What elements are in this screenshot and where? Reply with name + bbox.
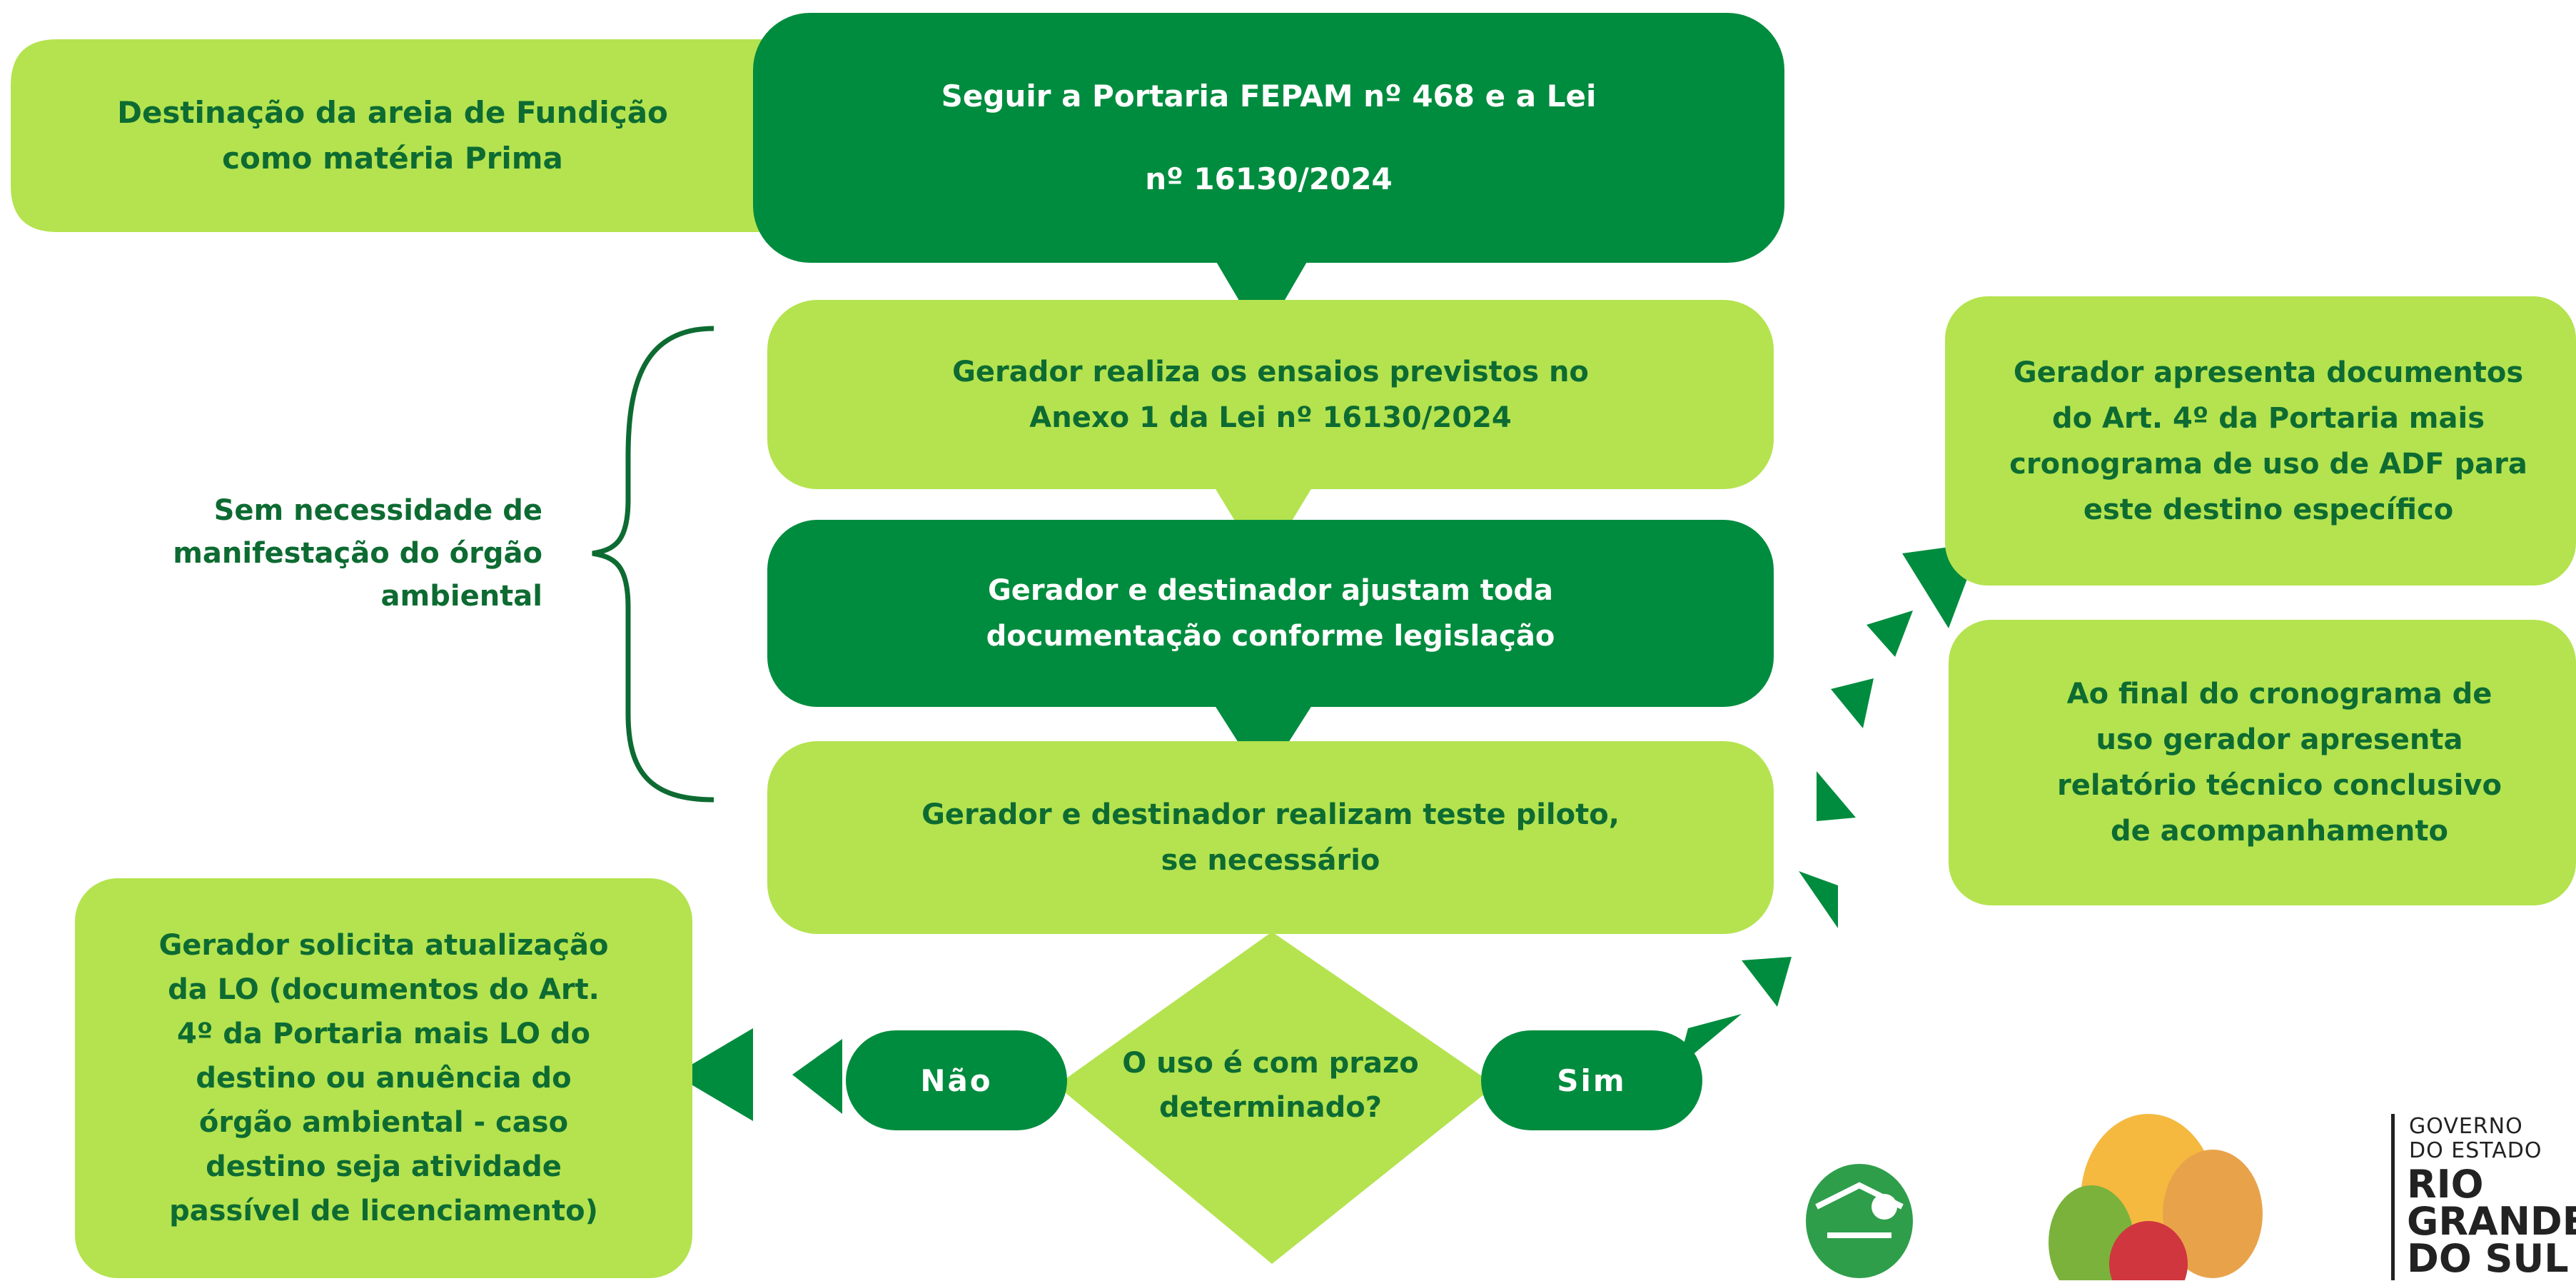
step-ensaios-text: Gerador realiza os ensaios previstos no …	[952, 355, 1589, 434]
arrow-left-large	[675, 1028, 753, 1121]
pointer-1	[1213, 257, 1310, 339]
yes-option-label: Sim	[1557, 1063, 1627, 1098]
gov-line4: GRANDE	[2407, 1199, 2576, 1244]
step-documentacao-box: Gerador e destinador ajustam toda docume…	[767, 520, 1774, 707]
gov-line1: GOVERNO	[2409, 1114, 2523, 1139]
gov-line5: DO SUL	[2407, 1236, 2569, 1281]
start-label: Destinação da areia de Fundição como mat…	[29, 43, 757, 228]
yes-result-report-text: Ao final do cronograma de uso gerador ap…	[2057, 678, 2502, 848]
decision-diamond	[1056, 932, 1495, 1264]
no-option-pill: Não	[846, 1030, 1067, 1130]
step-portaria-line2: nº 16130/2024	[1145, 161, 1393, 196]
yes-path-arrow-3	[1799, 871, 1838, 928]
yes-result-documents-text: Gerador apresenta documentos do Art. 4º …	[2009, 356, 2527, 526]
no-result-text: Gerador solicita atualização da LO (docu…	[158, 929, 609, 1227]
arrow-left-small	[792, 1039, 842, 1114]
curly-brace	[592, 326, 714, 803]
step-portaria-box: Seguir a Portaria FEPAM nº 468 e a Lei n…	[753, 13, 1784, 263]
decision-question-text: O uso é com prazo determinado?	[1122, 1047, 1419, 1124]
yes-path-arrow-5	[1831, 678, 1874, 728]
gov-line2: DO ESTADO	[2409, 1138, 2542, 1163]
yes-result-documents-box: Gerador apresenta documentos do Art. 4º …	[1945, 296, 2576, 586]
yes-result-report-box: Ao final do cronograma de uso gerador ap…	[1949, 620, 2576, 905]
step-teste-piloto-text: Gerador e destinador realizam teste pilo…	[921, 798, 1620, 877]
side-note: Sem necessidade de manifestação do órgão…	[43, 489, 542, 618]
yes-path-arrow-6	[1867, 611, 1913, 657]
step-documentacao-text: Gerador e destinador ajustam toda docume…	[986, 574, 1555, 653]
no-result-box: Gerador solicita atualização da LO (docu…	[75, 878, 692, 1278]
start-arrow-shape	[11, 39, 896, 232]
gov-line3: RIO	[2407, 1162, 2484, 1207]
yes-path-arrow-2	[1742, 957, 1792, 1007]
step-ensaios-box: Gerador realiza os ensaios previstos no …	[767, 300, 1774, 489]
decision-question: O uso é com prazo determinado?	[1064, 1032, 1478, 1139]
side-note-text: Sem necessidade de manifestação do órgão…	[173, 494, 542, 613]
step-portaria-line1: Seguir a Portaria FEPAM nº 468 e a Lei	[941, 79, 1597, 114]
start-label-text: Destinação da areia de Fundição como mat…	[117, 95, 668, 176]
step-teste-piloto-box: Gerador e destinador realizam teste pilo…	[767, 741, 1774, 934]
yes-option-pill: Sim	[1481, 1030, 1702, 1130]
yes-path-arrow-4	[1817, 771, 1856, 821]
no-option-label: Não	[920, 1063, 993, 1098]
